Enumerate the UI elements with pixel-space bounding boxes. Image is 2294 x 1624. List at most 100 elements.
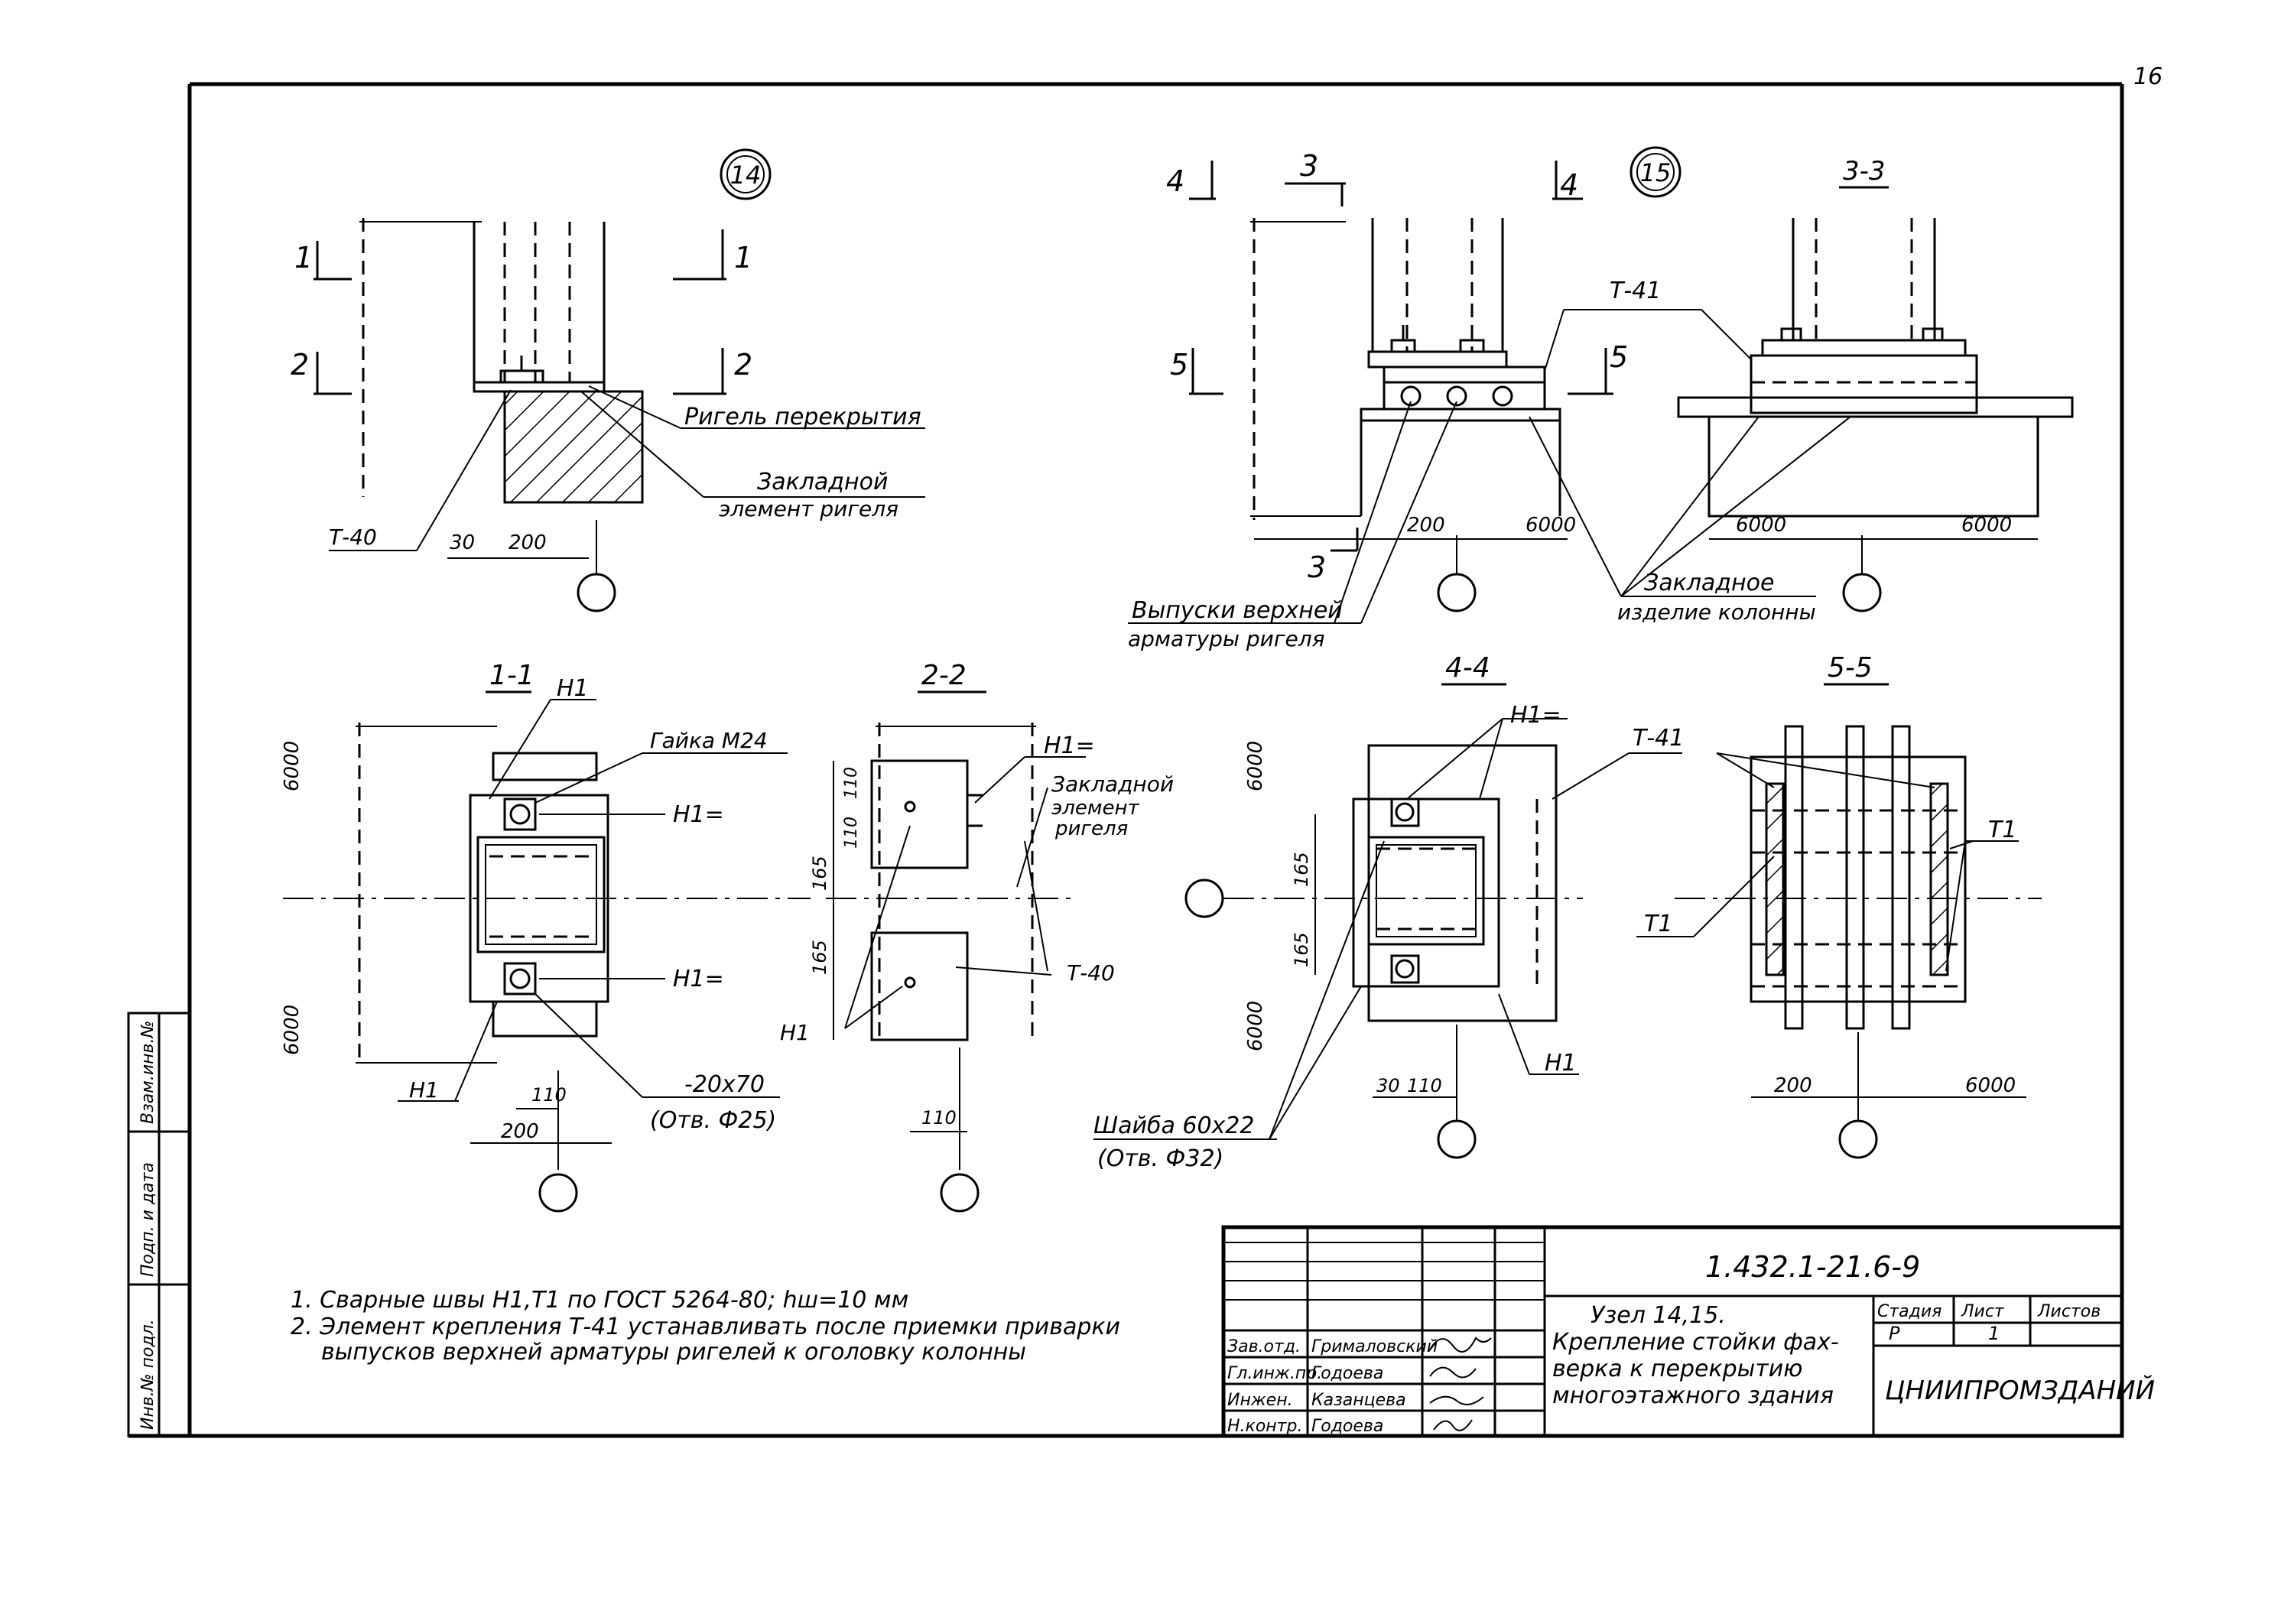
section-5-5: 5-5 Т1 Т1 200 6000: [1636, 652, 2042, 1159]
svg-text:Инв.№ подл.: Инв.№ подл.: [138, 1319, 158, 1430]
cut-1-right: 1: [734, 241, 752, 274]
name-1: Годоева: [1311, 1364, 1383, 1383]
signature: [1433, 1419, 1473, 1431]
dim-6000-top: 6000: [1244, 741, 1267, 791]
dim-6000: 6000: [1965, 1074, 2016, 1097]
dim-6000: 6000: [1526, 514, 1576, 537]
dim-165b: 165: [809, 940, 830, 975]
signature: [1429, 1366, 1477, 1379]
title-block: 1.432.1-21.6-9 Зав.отд. Гл.инж.пр. Инжен…: [1221, 1225, 2155, 1438]
name-0: Грималовский: [1311, 1337, 1438, 1356]
dim-110a: 110: [842, 767, 861, 799]
dim-30: 30: [450, 531, 475, 554]
section-title: 4-4: [1445, 652, 1490, 684]
section-3-3: 3-3 6000 6000: [1677, 156, 2074, 612]
note-2-cont: выпусков верхней арматуры ригелей к огол…: [321, 1339, 1026, 1366]
label-h1-bot: Н1: [780, 1020, 810, 1045]
node-badge-circle: [720, 148, 772, 200]
label-t41: Т-41: [1610, 278, 1661, 304]
section-title: 5-5: [1828, 652, 1873, 684]
label-embed-col-2: изделие колонны: [1617, 599, 1816, 625]
sheets-label: Листов: [2037, 1302, 2101, 1321]
dim-30: 30: [1376, 1075, 1400, 1096]
node-badge-circle: [1630, 146, 1682, 198]
role-3: Н.контр.: [1227, 1417, 1302, 1436]
role-2: Инжен.: [1227, 1391, 1293, 1410]
cut-5-right: 5: [1610, 340, 1628, 374]
node-badge-label: 15: [1640, 158, 1672, 187]
axis-bubble: [1838, 1119, 1878, 1159]
sheet-label: Лист: [1961, 1302, 2005, 1321]
role-1: Гл.инж.пр.: [1227, 1364, 1322, 1383]
label-t1-right: Т1: [1988, 817, 2016, 843]
label-h1-left: Н1: [409, 1077, 439, 1103]
title-line-3: верка к перекрытию: [1552, 1356, 1803, 1382]
cut-3-top: 3: [1300, 149, 1318, 183]
cut-5-left: 5: [1170, 348, 1188, 382]
cut-4-left: 4: [1166, 164, 1184, 198]
label-t41: Т-41: [1633, 725, 1684, 752]
node-badge-label: 14: [730, 161, 762, 190]
section-1-1: 1-1 6000 6000 Н1 Гайка М24: [281, 660, 811, 1213]
label-nut: Гайка М24: [650, 728, 768, 753]
name-2: Казанцева: [1311, 1391, 1406, 1410]
dim-6000-bottom: 6000: [1244, 1001, 1267, 1051]
label-embed-3: ригеля: [1054, 817, 1128, 840]
note-2: 2. Элемент крепления Т-41 устанавливать …: [291, 1314, 1120, 1340]
dim-200: 200: [1407, 514, 1445, 537]
dim-200: 200: [1774, 1074, 1812, 1097]
label-washer-hole: (Отв. Ф32): [1097, 1145, 1223, 1172]
label-outlets-1: Выпуски верхней: [1132, 597, 1343, 624]
label-t40: Т-40: [1067, 960, 1115, 986]
axis-bubble: [1437, 1119, 1477, 1159]
node-15: 15 4 4 3: [1128, 146, 1851, 651]
page-number: 16: [2133, 63, 2162, 90]
dim-165a: 165: [1291, 852, 1312, 887]
title-line-2: Крепление стойки фах-: [1552, 1329, 1839, 1356]
dim-6000-top: 6000: [281, 741, 304, 791]
cut-2-left: 2: [291, 348, 309, 382]
label-h1-top: Н1=: [1510, 702, 1561, 729]
dim-200: 200: [501, 1120, 539, 1143]
label-h1-top: Н1: [557, 675, 589, 702]
section-title: 3-3: [1843, 156, 1886, 187]
stage-value: Р: [1889, 1323, 1900, 1344]
sheet-value: 1: [1988, 1323, 2000, 1344]
label-h1-mid: Н1=: [673, 801, 724, 828]
axis-bubble: [1842, 573, 1882, 612]
name-3: Годоева: [1311, 1417, 1383, 1436]
drawing-code: 1.432.1-21.6-9: [1705, 1250, 1920, 1284]
dim-110b: 110: [842, 817, 861, 849]
node-14: 14 1 1 2 2 Ригель пере: [291, 148, 925, 612]
dim-200: 200: [509, 531, 547, 554]
label-embed-col-1: Закладное: [1644, 570, 1774, 596]
cut-4-right: 4: [1560, 168, 1578, 202]
axis-bubble: [538, 1173, 578, 1213]
axis-bubble: [1437, 573, 1477, 612]
title-line-1: Узел 14,15.: [1591, 1302, 1726, 1329]
label-t1-left: Т1: [1644, 911, 1672, 937]
axis-bubble: [577, 573, 616, 612]
label-hole: (Отв. Ф25): [650, 1107, 776, 1134]
dim-6000-bottom: 6000: [281, 1005, 304, 1055]
label-embed-2: элемент: [1051, 797, 1139, 820]
cut-2-right: 2: [734, 348, 752, 382]
cut-3-bottom: 3: [1308, 551, 1326, 584]
stage-label: Стадия: [1877, 1302, 1941, 1321]
cut-1-left: 1: [294, 241, 313, 274]
signature: [1429, 1395, 1484, 1405]
stamp-left: Инв.№ подл. Подп. и дата Взам.инв.№: [138, 1021, 158, 1430]
label-plate: -20х70: [684, 1071, 765, 1098]
section-2-2: 2-2 110 110 165 165 Н1= Закладной элемен…: [780, 660, 1174, 1213]
dim-6000-left: 6000: [1736, 514, 1786, 537]
title-line-4: многоэтажного здания: [1552, 1382, 1834, 1409]
dim-6000-right: 6000: [1961, 514, 2012, 537]
label-t40: Т-40: [329, 525, 377, 550]
axis-bubble: [940, 1173, 980, 1213]
dim-165b: 165: [1291, 932, 1312, 967]
label-outlets-2: арматуры ригеля: [1128, 626, 1325, 651]
dim-165a: 165: [809, 856, 830, 891]
label-embed-2: элемент ригеля: [719, 496, 898, 521]
dim-110-bot: 110: [921, 1107, 957, 1129]
